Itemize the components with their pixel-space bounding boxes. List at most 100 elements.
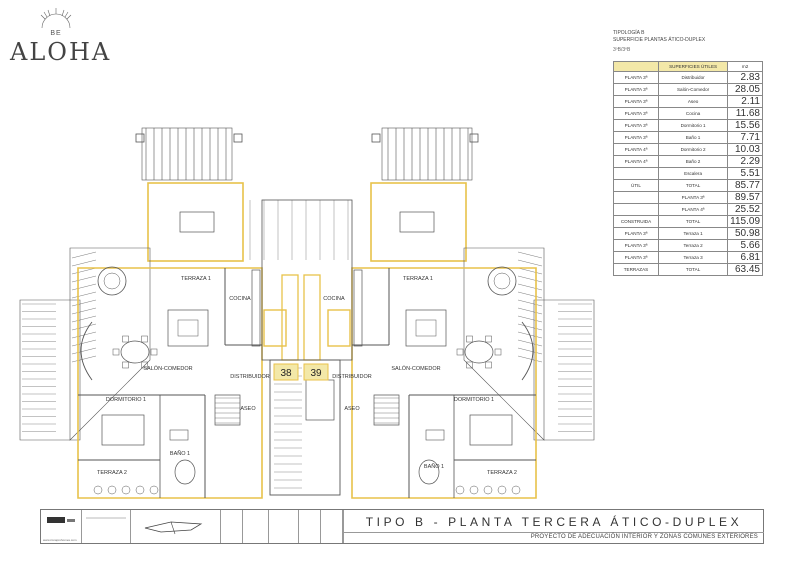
roof-side	[533, 299, 595, 441]
planter	[149, 485, 159, 495]
title-cell	[243, 510, 269, 543]
dining-chair	[485, 361, 492, 369]
column	[469, 133, 479, 143]
dining-chair	[456, 348, 464, 356]
sink	[169, 429, 189, 441]
column	[371, 133, 381, 143]
roof-hatch	[71, 267, 97, 275]
roof-hatch	[517, 355, 543, 363]
roof-hatch	[71, 259, 97, 267]
dining-chair	[466, 335, 473, 343]
table-cell: TOTAL	[657, 262, 729, 276]
drawing-subtitle-box: PROYECTO DE ADECUACIÓN INTERIOR Y ZONAS …	[343, 532, 764, 543]
sun-icon	[40, 8, 72, 29]
title-block-cells	[221, 510, 343, 543]
stair	[214, 394, 241, 426]
bay-window	[521, 321, 534, 381]
upper-outline	[147, 182, 244, 262]
unit-outline	[351, 267, 537, 499]
sink	[425, 429, 445, 441]
stair-core	[249, 199, 353, 496]
room-label-bedroom1: DORMITORIO 1	[454, 397, 494, 403]
bathtub	[418, 459, 440, 485]
room-label-toilet: ASEO	[240, 406, 256, 412]
bathtub	[174, 459, 196, 485]
room-label-bath1: BAÑO 1	[424, 463, 444, 470]
brand-logo: BE ALOHA	[10, 6, 109, 66]
table-cell: 63.45	[727, 262, 763, 276]
site-plan-icon	[144, 521, 203, 535]
dining-table	[464, 340, 494, 364]
kitchen-outline	[327, 309, 351, 347]
roof-hatch	[71, 323, 97, 331]
lift	[305, 379, 335, 421]
round-planter	[487, 266, 517, 296]
drawing-subtitle: PROYECTO DE ADECUACIÓN INTERIOR Y ZONAS …	[530, 534, 758, 540]
planter	[121, 485, 131, 495]
room-label-bedroom1: DORMITORIO 1	[106, 397, 146, 403]
roof-hatch	[517, 347, 543, 355]
room-labels: TERRAZA 1COCINASALÓN-COMEDORDISTRIBUIDOR…	[97, 276, 517, 476]
title-cell	[221, 510, 243, 543]
room-label-bath1: BAÑO 1	[170, 450, 190, 457]
roof-left	[69, 247, 151, 441]
duct	[281, 274, 299, 361]
roof-hatch	[71, 347, 97, 355]
surface-caption: SUPERFICIE PLANTAS ÁTICO-DUPLEX	[613, 37, 706, 43]
planter	[107, 485, 117, 495]
title-cell	[321, 510, 343, 543]
roof-hatch	[71, 299, 97, 307]
room-label-terrace2: TERRAZA 2	[487, 470, 517, 476]
core-outline	[261, 199, 353, 361]
planter	[93, 485, 103, 495]
sofa-set	[405, 309, 447, 347]
dining-chair	[494, 348, 502, 356]
stair-core	[269, 359, 341, 496]
roof-hatch	[517, 291, 543, 299]
roof-hatch	[517, 283, 543, 291]
round-planter-inner	[493, 272, 511, 290]
roof-hatch	[517, 299, 543, 307]
column	[233, 133, 243, 143]
planter	[511, 485, 521, 495]
unit-number-right: 39	[310, 368, 322, 379]
unit-shape	[78, 268, 262, 498]
sofa-set	[167, 309, 209, 347]
kitchen-counter	[353, 269, 363, 347]
bed	[399, 211, 435, 233]
roof-hatch	[517, 323, 543, 331]
room-label-kitchen: COCINA	[323, 296, 345, 302]
round-planter-inner	[103, 272, 121, 290]
roof-hatch	[71, 355, 97, 363]
roof-hatch	[71, 275, 97, 283]
dining-chair	[122, 335, 129, 343]
dining-chair	[466, 361, 473, 369]
stair	[373, 394, 400, 426]
architect-box	[81, 510, 131, 543]
title-block: www.zonaprohomes.com TIPO B - PLANTA TER…	[40, 509, 764, 544]
dining-chair	[150, 348, 158, 356]
room-label-living: SALÓN-COMEDOR	[143, 365, 192, 372]
roof-side	[19, 299, 81, 441]
coffee-table	[415, 319, 437, 337]
roof-hatch	[517, 267, 543, 275]
company-website: www.zonaprohomes.com	[43, 538, 77, 542]
drawing-title-box: TIPO B - PLANTA TERCERA ÁTICO-DUPLEX	[343, 510, 764, 533]
title-cell	[269, 510, 299, 543]
dining-chair	[141, 335, 148, 343]
kitchen-counter	[251, 269, 261, 347]
dining-chair	[141, 361, 148, 369]
roof-hatch	[517, 251, 543, 259]
room-label-living: SALÓN-COMEDOR	[391, 365, 440, 372]
roof-hatch	[71, 291, 97, 299]
bed	[469, 414, 513, 446]
upper-outline	[370, 182, 467, 262]
room-label-kitchen: COCINA	[229, 296, 251, 302]
